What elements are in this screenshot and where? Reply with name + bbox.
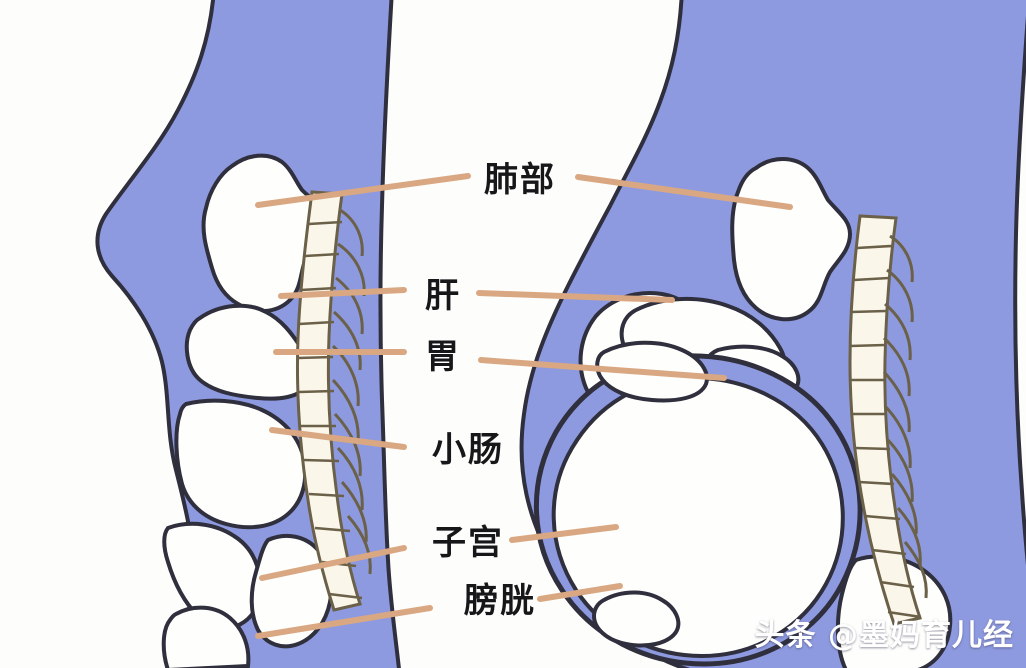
left-ribs [331, 208, 372, 575]
leader-lines-group [255, 173, 793, 639]
leader-line-intestine-left [269, 427, 407, 450]
leader-line-bladder-left [255, 605, 433, 639]
leader-line-stomach-right [478, 357, 727, 381]
leader-line-uterus-right [509, 524, 619, 543]
organ-label-lungs: 肺部 [484, 160, 556, 200]
left-bladder-organ [161, 605, 251, 668]
organ-label-intestine: 小肠 [432, 430, 504, 470]
left-pelvis-bone [162, 521, 263, 630]
leader-line-liver-right [476, 290, 675, 303]
right-spine-column [848, 214, 922, 626]
right-bladder-organ [591, 590, 681, 648]
leader-line-lungs-left [255, 173, 471, 208]
leader-line-bladder-right [537, 583, 623, 602]
leader-line-liver-left [278, 287, 407, 299]
leader-line-lungs-right [575, 174, 793, 210]
left-liver-organ [184, 303, 313, 401]
organ-label-liver: 肝 [425, 276, 461, 316]
right-ribs [882, 234, 928, 599]
watermark-text: 头条 @墨妈育儿经 [754, 618, 1014, 653]
right-lung-organ [730, 157, 853, 322]
left-lung-organ [201, 153, 327, 313]
figure-left-non-pregnant [95, 0, 401, 668]
right-uterus-cavity [551, 375, 845, 659]
organ-label-stomach: 胃 [425, 337, 461, 377]
organ-label-uterus: 子宫 [432, 523, 504, 563]
leader-line-uterus-left [259, 545, 407, 581]
organ-label-bladder: 膀胱 [464, 581, 536, 621]
figure-right-pregnant [519, 0, 1026, 668]
